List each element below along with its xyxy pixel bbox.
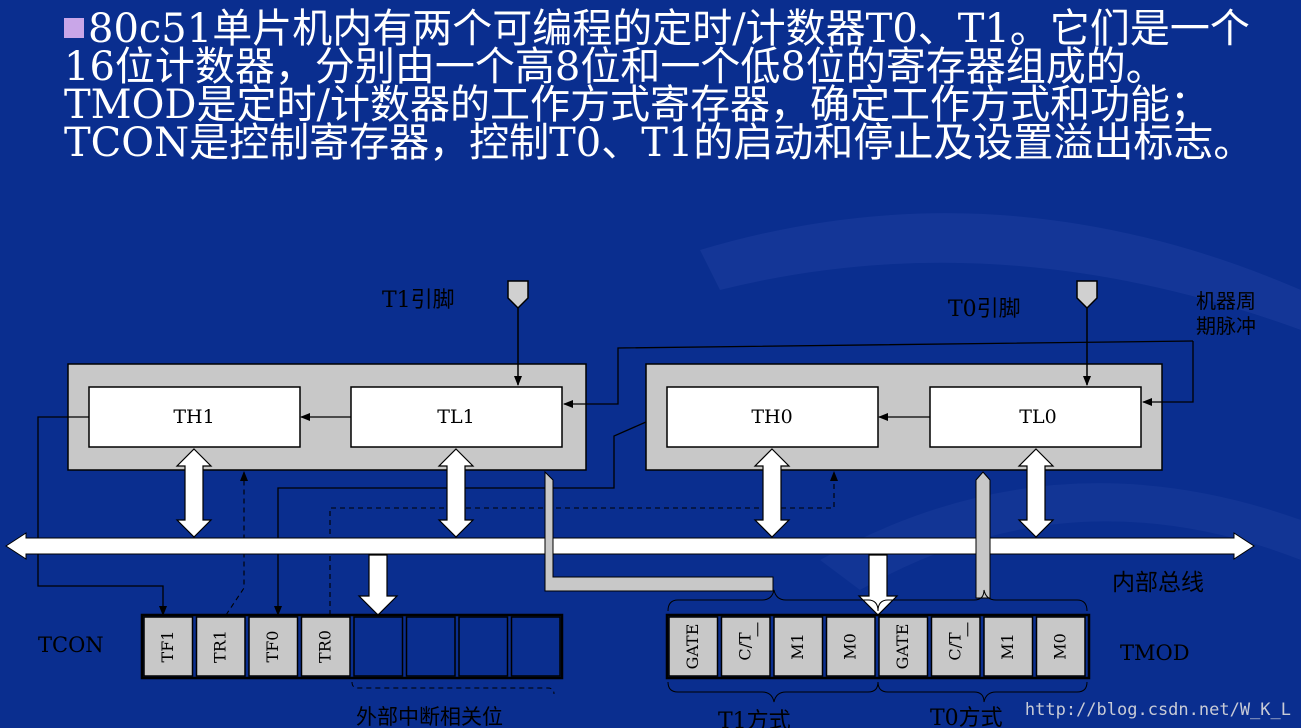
tmod-cell-7 [1035,616,1086,677]
tmod-cell-5 [930,616,981,677]
machine-pulse-label-line2: 期脉冲 [1196,314,1256,338]
tcon-bit-label-3: TR0 [315,630,334,663]
tl1-bus-arrow [437,448,475,538]
tmod-bit-cells: GATE C/T M1 M0 GATE C/T M1 M0 [668,616,1086,677]
tr1-control-wire [225,471,248,616]
tmod-cell-3 [825,616,876,677]
tmod-bit-label-5: C/T [945,632,964,661]
tmod-cell-1 [720,616,771,677]
th0-label: TH0 [751,406,792,428]
tl0-label: TL0 [1019,406,1056,428]
external-interrupt-label: 外部中断相关位 [356,705,503,728]
tmod-cell-2 [773,616,824,677]
th0-bus-arrow [753,448,791,538]
tmod-bit-label-7: M0 [1050,633,1069,660]
external-interrupt-brace [351,681,555,695]
t1-mode-bottom-brace [667,681,879,703]
machine-pulse-to-tl0-wire [1142,341,1194,406]
t1-mode-label: T1方式 [718,709,791,728]
tl1-register [350,386,563,448]
t0-pin-label: T0引脚 [948,297,1021,322]
internal-bus-label: 内部总线 [1112,570,1204,596]
t1-mode-control-path [544,470,774,592]
tcon-cell-3 [300,616,351,677]
t1-pin-label: T1引脚 [382,288,455,313]
bullet-square-icon [64,18,84,38]
tcon-cell-2 [248,616,299,677]
tmod-bit-label-2: M1 [788,633,807,660]
headline-text: 80c51单片机内有两个可编程的定时/计数器T0、T1。它们是一个16位计数器，… [64,6,1254,166]
tcon-bit-label-2: TF0 [263,631,282,663]
th1-register [88,386,301,448]
tcon-cell-4 [353,616,404,677]
tcon-cell-0 [143,616,194,677]
tcon-cell-7 [510,616,561,677]
tcon-cell-1 [195,616,246,677]
th0-register [666,386,879,448]
th1-bus-arrow [175,448,213,538]
watermark: http://blog.csdn.net/W_K_L [1024,700,1291,720]
tmod-bit-label-0: GATE [683,624,702,670]
tcon-label: TCON [38,633,104,657]
th1-label: TH1 [173,406,214,428]
bus-to-tcon-arrow [357,554,399,616]
tcon-bit-label-0: TF1 [158,631,177,663]
t0-pin-icon [1076,280,1098,310]
tmod-bit-label-4: GATE [893,624,912,670]
t1-pin-icon [507,280,529,310]
tl0-register [929,386,1142,448]
tcon-bit-cells: TF1 TR1 TF0 TR0 [143,616,561,677]
headline-paragraph: 80c51单片机内有两个可编程的定时/计数器T0、T1。它们是一个16位计数器，… [64,9,1294,163]
tmod-label: TMOD [1120,641,1190,665]
tmod-register [665,613,1091,680]
tcon-register [140,613,564,680]
tmod-cell-4 [878,616,929,677]
tmod-cell-6 [983,616,1034,677]
t0-mode-top-brace [877,589,1088,612]
tl1-label: TL1 [437,406,474,428]
internal-bus [5,532,1255,560]
t0-mode-bottom-brace [877,681,1088,703]
tmod-bit-label-6: M1 [998,633,1017,660]
tmod-cell-0 [668,616,719,677]
t1-mode-top-brace [667,589,879,612]
machine-pulse-label-line1: 机器周 [1196,289,1256,313]
th0-overflow-wire [274,421,647,616]
t0-mode-control-path [975,471,991,599]
tcon-cell-6 [458,616,509,677]
th1-overflow-wire [37,416,167,616]
tl0-bus-arrow [1017,448,1055,538]
tcon-cell-5 [405,616,456,677]
t0-mode-label: T0方式 [930,706,1003,728]
bus-to-tmod-arrow [857,554,899,616]
tmod-bit-label-3: M0 [840,633,859,660]
tcon-bit-label-1: TR1 [210,630,229,663]
tmod-bit-label-1: C/T [735,632,754,661]
machine-pulse-to-tl1-wire [563,340,1194,408]
